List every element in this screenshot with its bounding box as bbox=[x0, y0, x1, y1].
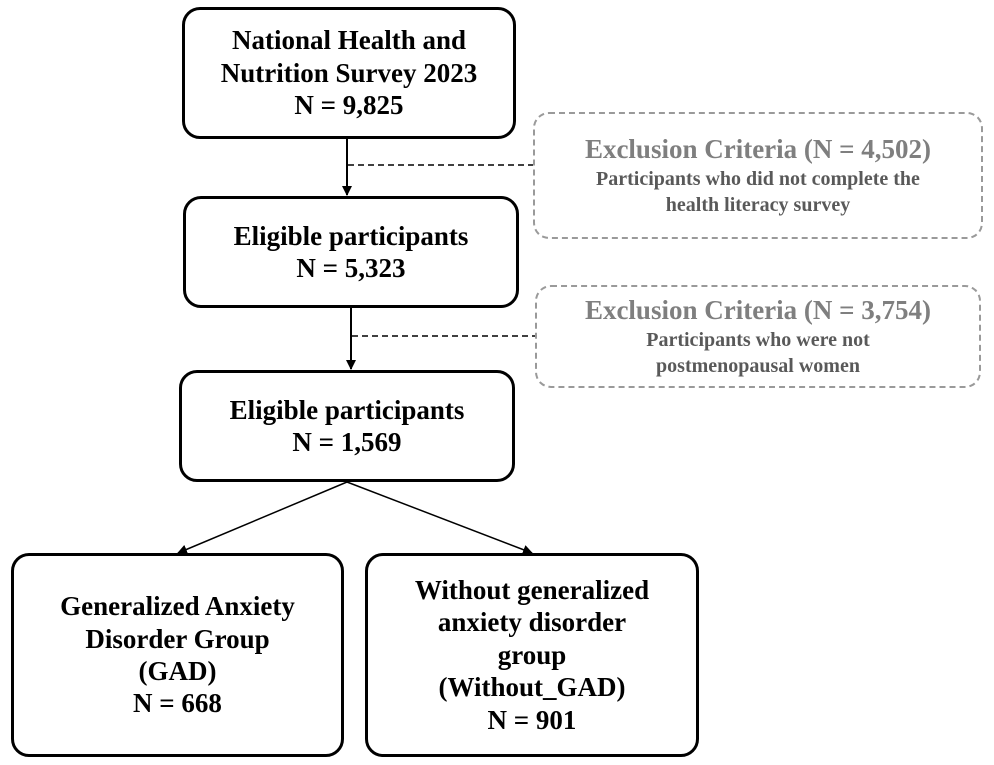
survey-box: National Health and Nutrition Survey 202… bbox=[182, 7, 516, 139]
arrow-to-without-gad bbox=[346, 481, 533, 555]
gad-label-line-1: Generalized Anxiety bbox=[60, 591, 295, 622]
eligible-participants-box-2: Eligible participants N = 1,569 bbox=[179, 370, 515, 482]
eligible-2-label: Eligible participants bbox=[229, 394, 465, 425]
eligible-1-label: Eligible participants bbox=[233, 220, 469, 251]
survey-count: N = 9,825 bbox=[294, 90, 404, 121]
exclusion-1-desc-line-2: health literacy survey bbox=[665, 194, 851, 217]
gad-group-box: Generalized Anxiety Disorder Group (GAD)… bbox=[11, 553, 344, 757]
exclusion-1-title: Exclusion Criteria (N = 4,502) bbox=[584, 133, 932, 164]
without-gad-abbreviation: (Without_GAD) bbox=[438, 672, 626, 703]
survey-title-line-2: Nutrition Survey 2023 bbox=[220, 57, 478, 88]
without-gad-group-box: Without generalized anxiety disorder gro… bbox=[365, 553, 699, 757]
eligible-1-count: N = 5,323 bbox=[296, 253, 406, 283]
exclusion-criteria-box-2: Exclusion Criteria (N = 3,754) Participa… bbox=[535, 285, 981, 388]
exclusion-criteria-box-1: Exclusion Criteria (N = 4,502) Participa… bbox=[533, 112, 983, 239]
eligible-2-count: N = 1,569 bbox=[292, 427, 402, 457]
exclusion-1-desc-line-1: Participants who did not complete the bbox=[596, 168, 920, 191]
exclusion-2-desc-line-2: postmenopausal women bbox=[656, 355, 860, 378]
without-gad-label-line-2: anxiety disorder bbox=[437, 607, 627, 638]
exclusion-2-desc-line-1: Participants who were not bbox=[646, 329, 870, 352]
without-gad-count: N = 901 bbox=[487, 704, 577, 735]
gad-count: N = 668 bbox=[133, 688, 222, 719]
gad-abbreviation: (GAD) bbox=[138, 656, 217, 686]
gad-label-line-2: Disorder Group bbox=[85, 623, 270, 654]
without-gad-label-line-3: group bbox=[497, 639, 567, 670]
exclusion-2-title: Exclusion Criteria (N = 3,754) bbox=[584, 294, 932, 325]
without-gad-label-line-1: Without generalized bbox=[414, 575, 650, 606]
survey-title-line-1: National Health and bbox=[231, 25, 467, 56]
eligible-participants-box-1: Eligible participants N = 5,323 bbox=[183, 196, 519, 308]
arrow-to-gad bbox=[177, 481, 348, 555]
